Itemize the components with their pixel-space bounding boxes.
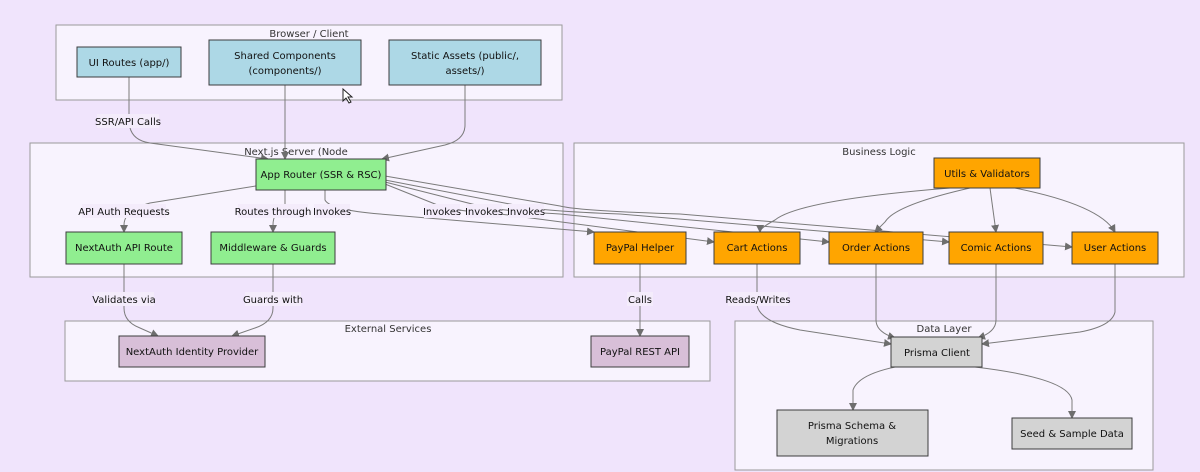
edge-utils-to-cart: [756, 187, 951, 233]
edge-label-routes-through: Routes through: [235, 207, 312, 218]
cluster-title-browser: Browser / Client: [269, 29, 348, 40]
node-app-router-label: App Router (SSR & RSC): [261, 170, 382, 181]
node-utils-validators[interactable]: Utils & Validators: [933, 157, 1041, 189]
edge-label-api-auth-requests: API Auth Requests: [78, 207, 169, 218]
node-prisma-client[interactable]: Prisma Client: [890, 336, 983, 368]
node-static-assets[interactable]: Static Assets (public/, assets/): [388, 39, 542, 86]
node-prisma-schema-line1: Prisma Schema &: [808, 421, 896, 432]
edge-router-to-user: [384, 175, 1073, 251]
edge-utils-to-order: [874, 187, 971, 233]
node-paypal-rest-api-label: PayPal REST API: [600, 347, 680, 358]
edge-prisma-to-schema: [849, 366, 896, 411]
edge-prisma-to-seed: [974, 366, 1076, 419]
edge-label-validates-via: Validates via: [92, 295, 156, 306]
node-prisma-schema[interactable]: Prisma Schema & Migrations: [776, 409, 929, 457]
edge-label-invokes-1: Invokes: [313, 207, 351, 218]
edge-label-reads-writes: Reads/Writes: [725, 295, 790, 306]
node-seed-sample-data-label: Seed & Sample Data: [1020, 429, 1124, 440]
node-middleware-guards[interactable]: Middleware & Guards: [210, 231, 336, 265]
node-shared-components-line1: Shared Components: [234, 51, 336, 62]
node-nextauth-api-route[interactable]: NextAuth API Route: [65, 231, 183, 265]
edge-label-calls: Calls: [628, 295, 652, 306]
cluster-title-server: Next.js Server (Node: [244, 147, 348, 158]
node-prisma-client-label: Prisma Client: [904, 348, 970, 359]
node-paypal-helper[interactable]: PayPal Helper: [593, 231, 687, 265]
edge-assets-to-router: [381, 85, 466, 162]
edge-label-guards-with: Guards with: [243, 295, 303, 306]
node-prisma-schema-line2: Migrations: [826, 436, 878, 447]
node-user-actions-label: User Actions: [1084, 243, 1147, 254]
node-ui-routes-label: UI Routes (app/): [89, 58, 170, 69]
node-seed-sample-data[interactable]: Seed & Sample Data: [1011, 417, 1133, 450]
node-utils-validators-label: Utils & Validators: [944, 169, 1030, 180]
cluster-title-external: External Services: [345, 324, 432, 335]
edge-label-ssr-api-calls: SSR/API Calls: [95, 117, 161, 128]
node-shared-components-line2: (components/): [249, 66, 322, 77]
node-ui-routes[interactable]: UI Routes (app/): [76, 46, 182, 78]
edge-labels: SSR/API Calls API Auth Requests Routes t…: [78, 114, 791, 306]
node-order-actions-label: Order Actions: [842, 243, 910, 254]
node-app-router[interactable]: App Router (SSR & RSC): [255, 158, 387, 191]
cluster-title-data: Data Layer: [917, 324, 973, 335]
node-static-assets-line1: Static Assets (public/,: [411, 51, 519, 62]
node-paypal-helper-label: PayPal Helper: [606, 243, 675, 254]
edge-utils-to-comic: [989, 187, 1000, 233]
node-order-actions[interactable]: Order Actions: [828, 231, 924, 265]
node-comic-actions[interactable]: Comic Actions: [948, 231, 1044, 265]
node-nextauth-identity-provider-label: NextAuth Identity Provider: [126, 347, 259, 358]
edge-nextauth-to-idp: [123, 264, 159, 337]
edge-label-invokes-2: Invokes: [423, 207, 461, 218]
edge-middleware-to-idp: [231, 264, 274, 338]
node-static-assets-line2: assets/): [445, 66, 484, 77]
edge-utils-to-user: [1014, 187, 1116, 233]
edge-label-invokes-4: Invokes: [507, 207, 545, 218]
node-paypal-rest-api[interactable]: PayPal REST API: [590, 335, 690, 368]
edge-label-invokes-3: Invokes: [465, 207, 503, 218]
edge-user-to-prisma: [981, 264, 1116, 348]
node-cart-actions[interactable]: Cart Actions: [713, 231, 801, 265]
node-nextauth-identity-provider[interactable]: NextAuth Identity Provider: [118, 335, 266, 368]
node-middleware-guards-label: Middleware & Guards: [219, 243, 326, 254]
node-nextauth-api-route-label: NextAuth API Route: [75, 243, 173, 254]
node-cart-actions-label: Cart Actions: [727, 243, 788, 254]
cursor-icon: [342, 87, 354, 104]
node-comic-actions-label: Comic Actions: [961, 243, 1032, 254]
cluster-title-business: Business Logic: [842, 147, 915, 158]
node-user-actions[interactable]: User Actions: [1071, 231, 1159, 265]
node-shared-components[interactable]: Shared Components (components/): [208, 39, 362, 86]
